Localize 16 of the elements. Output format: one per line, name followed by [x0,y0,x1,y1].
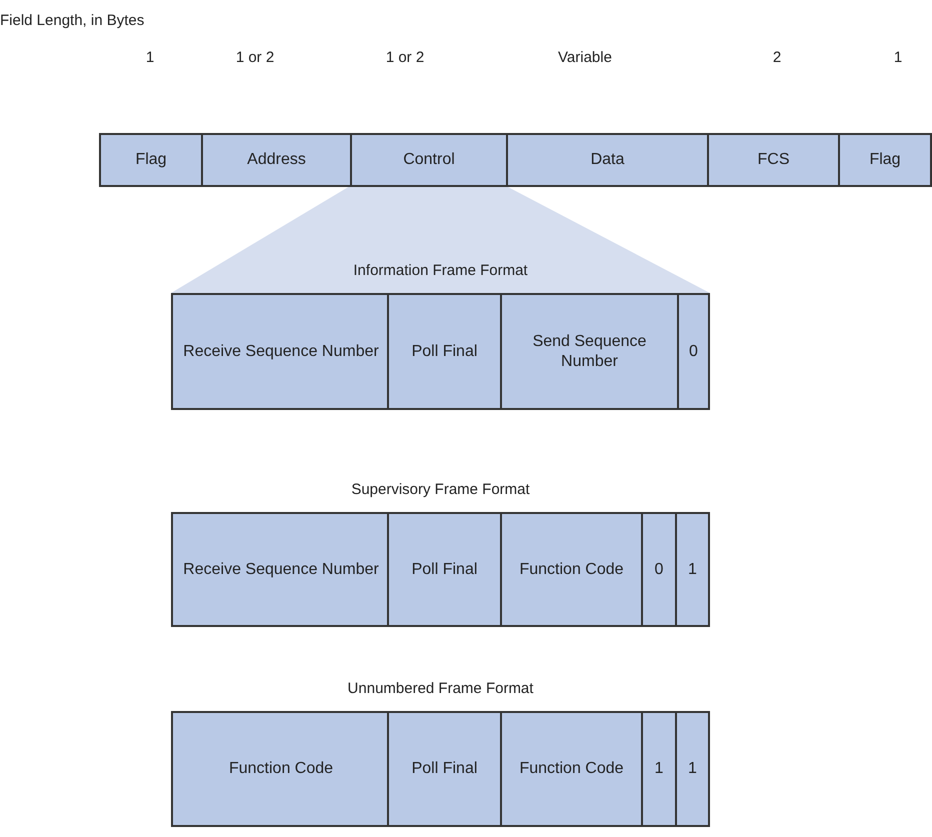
frame-field: Address [201,133,350,187]
frame-format-heading: Unnumbered Frame Format [346,680,534,697]
frame-field: Control [350,133,506,187]
frame-field: Flag [838,133,932,187]
field-length-label: Variable [557,49,613,66]
frame-field: FCS [707,133,838,187]
frame-field: Flag [99,133,201,187]
field-length-label: 1 [892,49,904,66]
field-length-label: 1 or 2 [234,49,276,66]
field-length-label: 1 [144,49,156,66]
frame-field: Data [506,133,707,187]
field-length-label: 2 [772,49,782,66]
field-length-label: 1 or 2 [384,49,426,66]
axis-caption: Field Length, in Bytes [0,12,144,29]
frame-format-heading: Information Frame Format [352,262,529,279]
frame-format-heading: Supervisory Frame Format [350,481,531,498]
